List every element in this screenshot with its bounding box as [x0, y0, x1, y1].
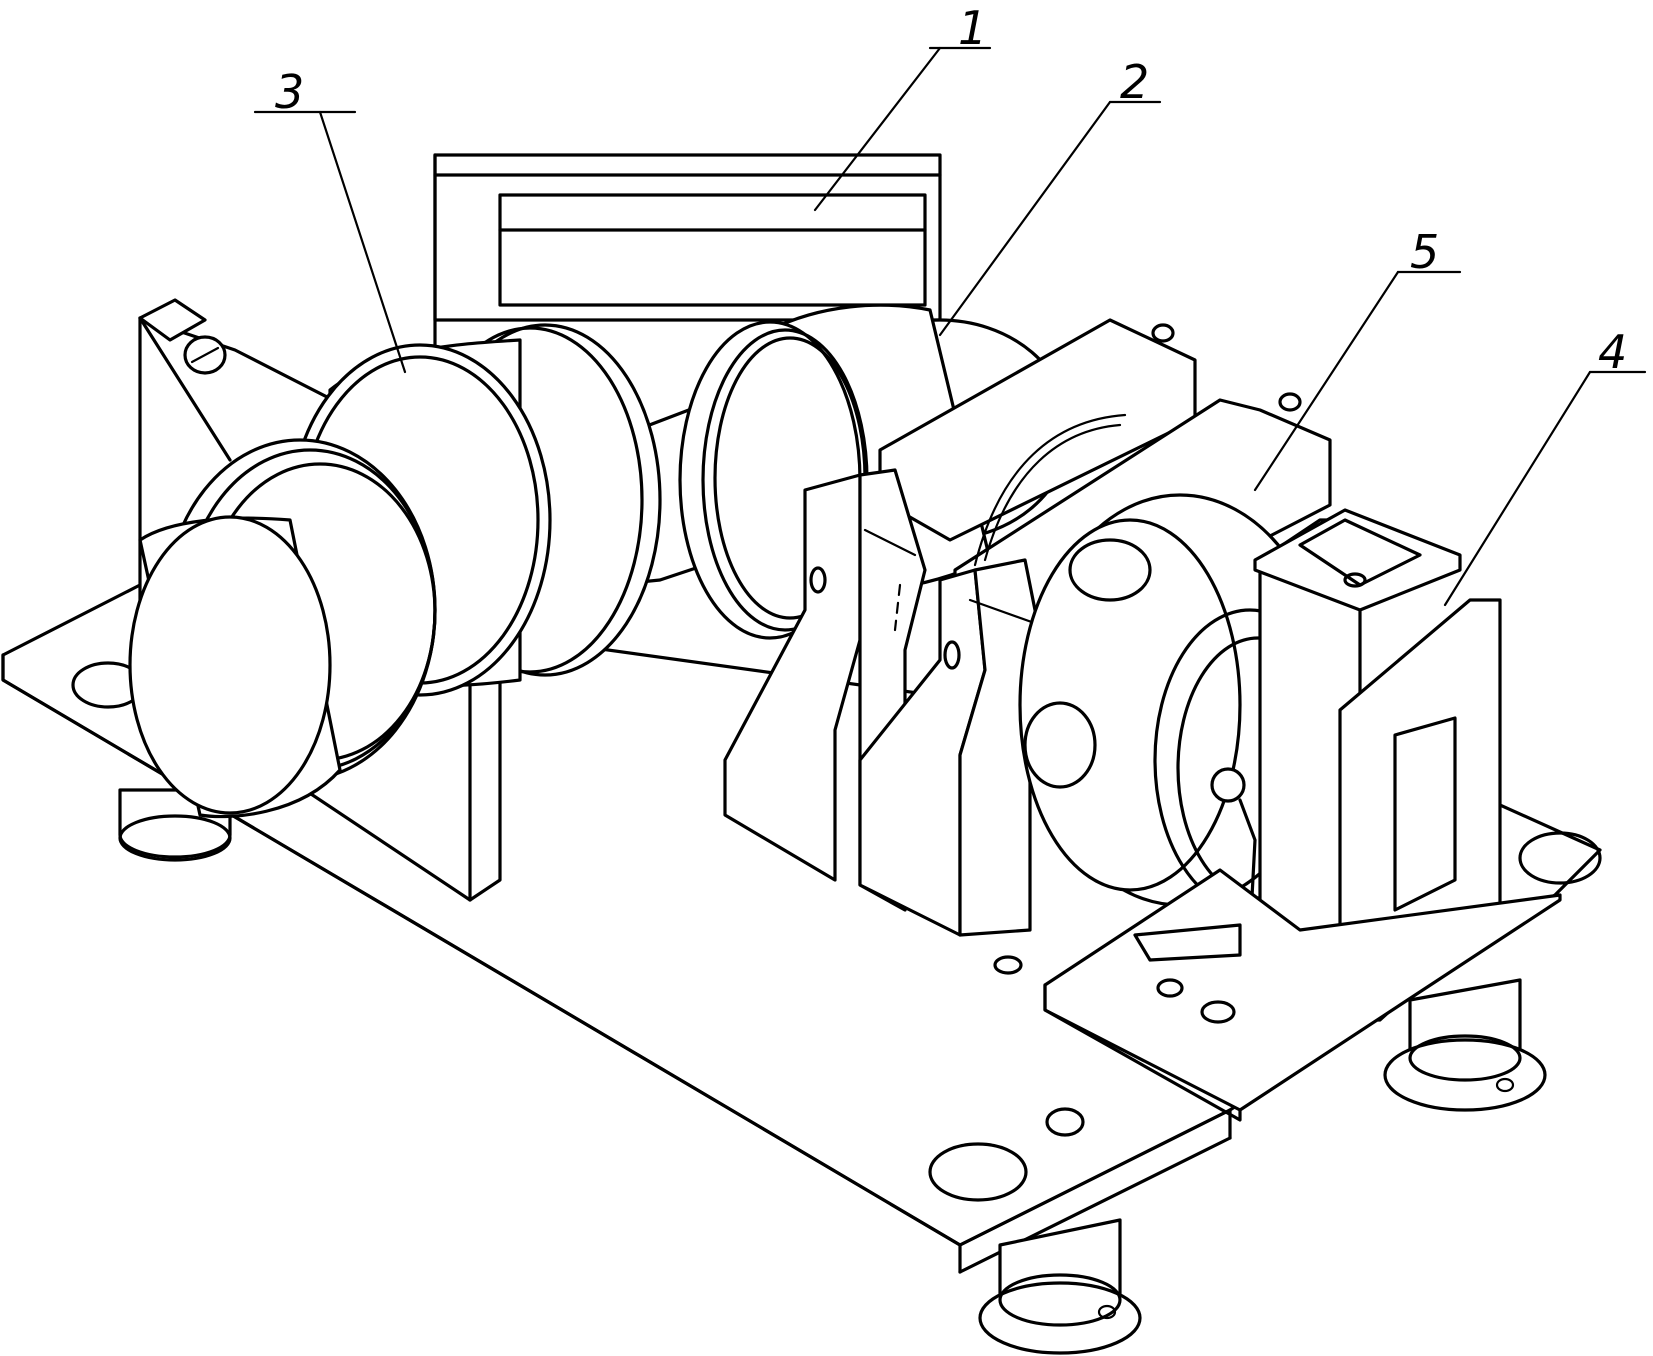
leader-lines: [253, 46, 1647, 607]
right-upright: [1253, 508, 1502, 1022]
left-knob: [128, 438, 437, 819]
middle-bracket: [723, 318, 1197, 912]
label-1: 1: [958, 1, 987, 55]
label-2: 2: [1120, 55, 1149, 109]
foot-right: [1383, 978, 1547, 1112]
foot-bottom: [978, 1218, 1142, 1355]
label-4: 4: [1598, 325, 1627, 379]
callout-labels: 1 2 3 4 5: [275, 1, 1627, 379]
label-3: 3: [275, 65, 304, 119]
right-mount-plate: [1043, 868, 1562, 1122]
label-5: 5: [1410, 225, 1439, 279]
